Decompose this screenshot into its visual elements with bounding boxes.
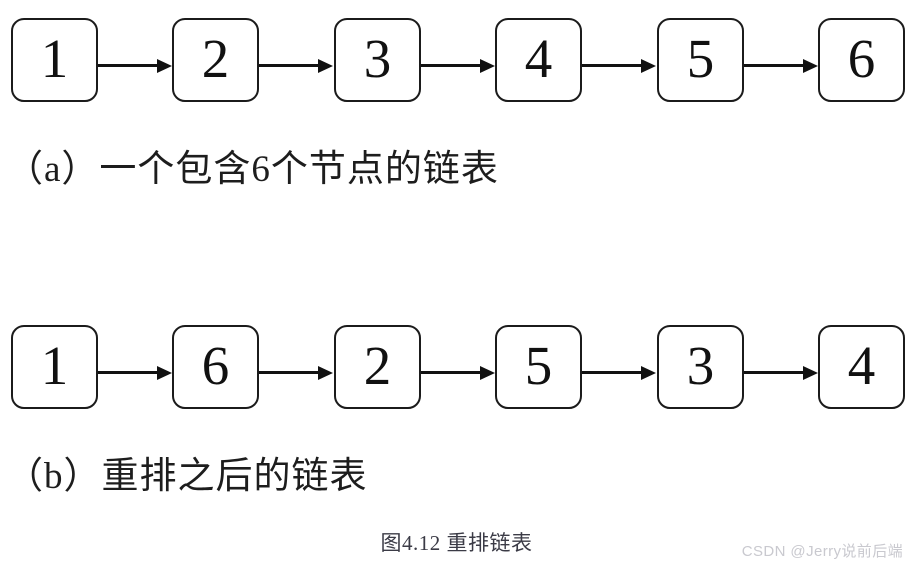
row-caption-b: （b）重排之后的链表 bbox=[6, 456, 368, 497]
arrow-shaft bbox=[259, 371, 321, 375]
arrow-shaft bbox=[582, 64, 644, 68]
node-value: 5 bbox=[686, 27, 715, 89]
node-value: 4 bbox=[847, 334, 876, 396]
arrow-icon bbox=[582, 58, 656, 74]
arrow-head bbox=[318, 365, 333, 380]
arrow-icon bbox=[98, 58, 172, 74]
arrow-icon bbox=[421, 58, 495, 74]
node-value: 1 bbox=[40, 27, 69, 89]
list-node: 6 bbox=[818, 18, 905, 102]
node-value: 6 bbox=[201, 334, 230, 396]
arrow-icon bbox=[582, 365, 656, 381]
arrow-head bbox=[803, 365, 818, 380]
arrow-head bbox=[157, 58, 172, 73]
row-caption-a: （a）一个包含6个节点的链表 bbox=[6, 149, 499, 190]
arrow-shaft bbox=[421, 371, 483, 375]
linked-list-row-a: 1 2 3 4 5 bbox=[0, 16, 913, 104]
arrow-icon bbox=[744, 365, 818, 381]
arrow-shaft bbox=[259, 64, 321, 68]
arrow-icon bbox=[259, 58, 333, 74]
arrow-shaft bbox=[421, 64, 483, 68]
list-node: 5 bbox=[495, 325, 582, 409]
arrow-icon bbox=[259, 365, 333, 381]
list-node: 4 bbox=[495, 18, 582, 102]
figure-caption: 图4.12 重排链表 bbox=[380, 531, 533, 555]
arrow-head bbox=[318, 58, 333, 73]
list-node: 4 bbox=[818, 325, 905, 409]
node-value: 1 bbox=[40, 334, 69, 396]
arrow-icon bbox=[421, 365, 495, 381]
linked-list-row-b: 1 6 2 5 3 bbox=[0, 323, 913, 411]
list-node: 3 bbox=[334, 18, 421, 102]
list-node: 2 bbox=[334, 325, 421, 409]
list-node: 1 bbox=[11, 325, 98, 409]
arrow-head bbox=[641, 365, 656, 380]
arrow-head bbox=[480, 58, 495, 73]
list-node: 3 bbox=[657, 325, 744, 409]
arrow-shaft bbox=[744, 371, 806, 375]
node-value: 2 bbox=[201, 27, 230, 89]
list-node: 2 bbox=[172, 18, 259, 102]
arrow-icon bbox=[98, 365, 172, 381]
node-value: 6 bbox=[847, 27, 876, 89]
arrow-shaft bbox=[744, 64, 806, 68]
node-value: 5 bbox=[524, 334, 553, 396]
node-value: 3 bbox=[686, 334, 715, 396]
node-value: 4 bbox=[524, 27, 553, 89]
arrow-icon bbox=[744, 58, 818, 74]
arrow-shaft bbox=[582, 371, 644, 375]
arrow-head bbox=[641, 58, 656, 73]
list-node: 1 bbox=[11, 18, 98, 102]
watermark: CSDN @Jerry说前后端 bbox=[741, 543, 903, 560]
arrow-shaft bbox=[98, 64, 160, 68]
arrow-shaft bbox=[98, 371, 160, 375]
arrow-head bbox=[157, 365, 172, 380]
list-node: 6 bbox=[172, 325, 259, 409]
node-value: 3 bbox=[363, 27, 392, 89]
node-value: 2 bbox=[363, 334, 392, 396]
list-node: 5 bbox=[657, 18, 744, 102]
arrow-head bbox=[480, 365, 495, 380]
arrow-head bbox=[803, 58, 818, 73]
